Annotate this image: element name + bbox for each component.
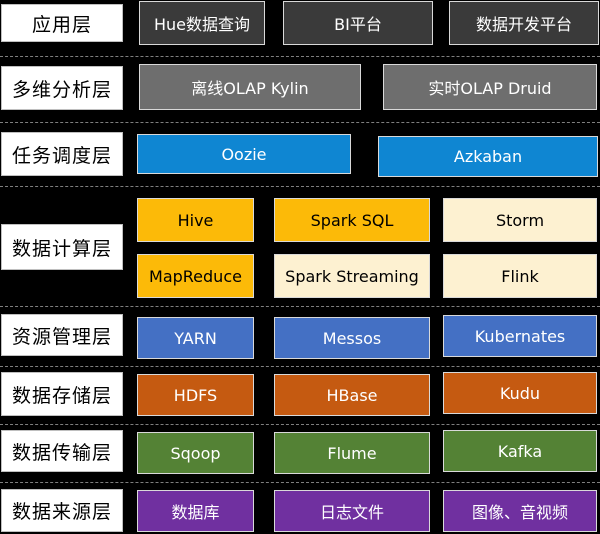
layer-separator (0, 424, 600, 425)
storage-item-hdfs: HDFS (137, 374, 254, 416)
resource-layer-label: 资源管理层 (1, 314, 123, 356)
compute-item-flink: Flink (443, 254, 597, 298)
source-item-media: 图像、音视频 (443, 490, 597, 532)
application-item-bi: BI平台 (283, 1, 433, 45)
scheduling-item-oozie: Oozie (137, 134, 351, 174)
storage-item-hbase: HBase (274, 374, 430, 416)
storage-layer-label: 数据存储层 (1, 372, 123, 416)
compute-layer-label: 数据计算层 (1, 224, 123, 270)
scheduling-layer-label: 任务调度层 (1, 132, 123, 176)
layer-separator (0, 56, 600, 57)
layer-separator (0, 186, 600, 187)
compute-item-hive: Hive (137, 198, 254, 242)
layer-separator (0, 122, 600, 123)
transfer-layer-label: 数据传输层 (1, 430, 123, 472)
resource-item-yarn: YARN (137, 317, 254, 359)
olap-item-kylin: 离线OLAP Kylin (139, 64, 361, 110)
scheduling-item-azkaban: Azkaban (378, 136, 598, 177)
transfer-item-kafka: Kafka (443, 430, 597, 472)
layer-separator (0, 306, 600, 307)
application-layer-label: 应用层 (1, 4, 123, 42)
source-layer-label: 数据来源层 (1, 489, 123, 532)
compute-item-spark-sql: Spark SQL (274, 198, 430, 242)
olap-item-druid: 实时OLAP Druid (383, 64, 597, 110)
layer-separator (0, 482, 600, 483)
transfer-item-flume: Flume (274, 432, 430, 474)
layer-separator (0, 366, 600, 367)
compute-item-mapreduce: MapReduce (137, 254, 254, 298)
compute-item-spark-streaming: Spark Streaming (274, 254, 430, 298)
source-item-logs: 日志文件 (274, 490, 430, 532)
source-item-database: 数据库 (137, 490, 254, 532)
transfer-item-sqoop: Sqoop (137, 432, 254, 474)
resource-item-messos: Messos (274, 317, 430, 359)
resource-item-kubernates: Kubernates (443, 315, 597, 357)
compute-item-storm: Storm (443, 198, 597, 242)
storage-item-kudu: Kudu (443, 372, 597, 414)
application-item-dev-platform: 数据开发平台 (449, 1, 599, 45)
application-item-hue: Hue数据查询 (139, 1, 265, 45)
olap-layer-label: 多维分析层 (1, 66, 123, 110)
